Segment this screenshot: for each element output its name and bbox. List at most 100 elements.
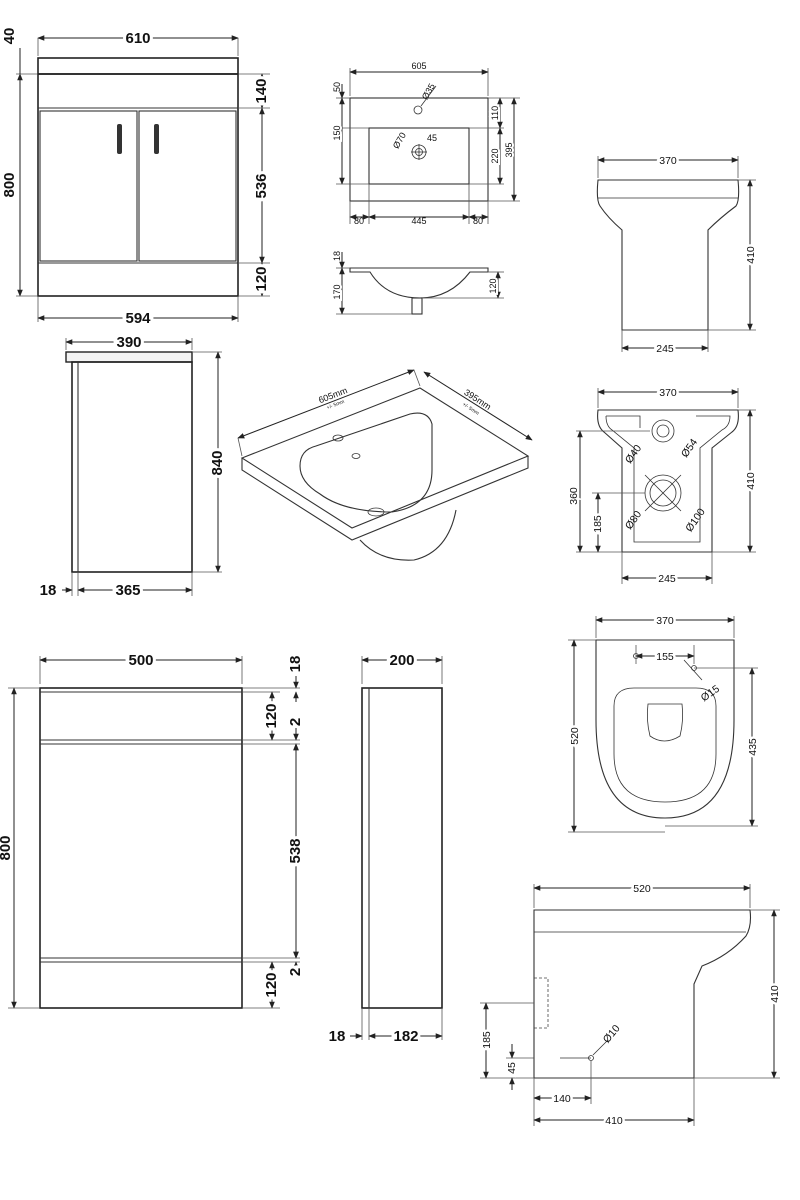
dim-line-395mm — [423, 371, 533, 441]
pan-side-height-label: 410 — [769, 985, 781, 1003]
toilet-unit-gap-top-label: 2 — [287, 718, 304, 726]
toilet-unit-front-view: 500 800 18 120 2 538 120 2 — [0, 649, 307, 1009]
basin-isometric-view: 605mm +/- 5mm 395mm +/- 5mm — [237, 369, 533, 561]
toilet-unit-width-label: 500 — [128, 652, 153, 669]
pan-front-view: 370 410 245 — [596, 153, 760, 358]
toilet-unit-side-view: 200 18 182 — [329, 649, 443, 1048]
vanity-side-worktop — [65, 351, 193, 363]
toilet-unit-gap-bottom-label: 2 — [287, 968, 304, 976]
vanity-height-label: 800 — [1, 172, 18, 197]
basin-bowl-height-label: 120 — [488, 278, 498, 293]
pan-rear-height-label: 410 — [745, 472, 757, 490]
pan-front-outline — [596, 179, 740, 331]
pan-outlet-inner-label: Ø80 — [623, 509, 644, 532]
pan-side-length-label: 520 — [633, 883, 651, 895]
pan-plan-outline — [595, 639, 735, 819]
vanity-plinth-height-label: 120 — [253, 266, 270, 291]
vanity-side-height-label: 840 — [209, 450, 226, 475]
vanity-carcass-depth-label: 365 — [115, 582, 140, 599]
pan-inlet-outer-label: Ø54 — [679, 437, 700, 460]
basin-iso-underside — [359, 509, 457, 561]
pan-fixing-hole-label: Ø15 — [699, 683, 722, 704]
basin-side-right-label: 80 — [473, 216, 483, 226]
toilet-unit-carcass-depth-label: 182 — [393, 1028, 418, 1045]
pan-rear-width-label: 370 — [659, 387, 677, 399]
basin-section-view: 18 170 120 — [330, 251, 504, 315]
toilet-unit-door-thickness-label: 18 — [329, 1028, 346, 1045]
basin-iso-edge — [241, 456, 529, 541]
vanity-worktop-outline — [37, 57, 239, 75]
pan-front-height-label: 410 — [745, 246, 757, 264]
pan-side-outlet-height-label: 185 — [481, 1031, 493, 1049]
toilet-unit-top-panel-label: 120 — [263, 703, 280, 728]
pan-side-fixing-hole-label: Ø10 — [601, 1022, 623, 1045]
basin-iso-bowl — [299, 412, 433, 513]
basin-bowl-width-label: 445 — [411, 216, 426, 226]
vanity-unit-front-view: 610 800 40 140 536 120 594 — [0, 27, 273, 330]
basin-top-margin-label: 50 — [332, 82, 342, 92]
pan-front-base-width-label: 245 — [656, 343, 674, 355]
vanity-top-width-label: 610 — [125, 30, 150, 47]
pan-side-fixing-height-label: 45 — [506, 1062, 518, 1074]
basin-bowl-offset-label: 150 — [332, 125, 342, 140]
toilet-unit-plinth-label: 120 — [263, 972, 280, 997]
basin-depth-label: 395 — [504, 142, 514, 157]
toilet-unit-top-thickness-label: 18 — [287, 656, 304, 673]
basin-plan-width-label: 605 — [411, 61, 426, 71]
pan-plan-bowl — [646, 703, 684, 742]
pan-inlet-outer — [651, 419, 675, 443]
pan-rear-inlet-height-label: 360 — [568, 487, 580, 505]
basin-bowl-depth-label: 220 — [490, 148, 500, 163]
pan-side-outline — [533, 909, 752, 1079]
pan-rear-view: 370 410 360 185 Ø40 Ø54 Ø80 Ø100 245 — [566, 385, 760, 588]
vanity-left-handle — [117, 124, 122, 154]
pan-side-outlet-hidden — [534, 977, 549, 1029]
vanity-right-handle — [154, 124, 159, 154]
basin-front-margin-label: 110 — [490, 106, 500, 120]
pan-fixing-centres-label: 155 — [656, 651, 674, 663]
vanity-left-door — [39, 110, 138, 262]
toilet-unit-side-outline — [361, 687, 443, 1009]
toilet-unit-side-depth-label: 200 — [389, 652, 414, 669]
pan-plan-length-label: 520 — [569, 727, 581, 745]
pan-plan-view: 370 155 Ø15 520 435 — [567, 613, 762, 833]
pan-side-fixing-offset-label: 140 — [553, 1093, 571, 1105]
vanity-top-overhang-label: 40 — [1, 28, 18, 45]
basin-tap-hole — [413, 105, 423, 115]
pan-inlet-inner — [656, 424, 670, 438]
pan-rear-base-width-label: 245 — [658, 573, 676, 585]
toilet-unit-outline — [39, 687, 243, 1009]
vanity-door-thickness-label: 18 — [40, 582, 57, 599]
basin-rim-label: 18 — [332, 251, 342, 261]
basin-plan-view: 605 Ø35 50 150 Ø70 45 110 220 395 80 445… — [330, 61, 520, 226]
basin-plan-outline — [349, 97, 489, 202]
vanity-side-depth-label: 390 — [116, 334, 141, 351]
basin-section-height-label: 170 — [332, 284, 342, 299]
toilet-unit-panel-label: 538 — [287, 838, 304, 863]
toilet-unit-height-label: 800 — [0, 835, 14, 860]
basin-section-waste — [411, 297, 423, 315]
basin-section-profile — [349, 267, 489, 299]
pan-plan-bowl-length-label: 435 — [747, 738, 759, 756]
pan-side-view: 520 410 185 45 Ø10 140 410 — [479, 881, 784, 1130]
basin-waste-offset-label: 45 — [427, 133, 437, 143]
vanity-right-door — [138, 110, 237, 262]
vanity-door-height-label: 536 — [253, 173, 270, 198]
vanity-drawer-height-label: 140 — [253, 78, 270, 103]
pan-front-width-label: 370 — [659, 155, 677, 167]
pan-side-foot-length-label: 410 — [605, 1115, 623, 1127]
basin-iso-waste — [367, 507, 385, 517]
vanity-unit-side-view: 390 840 18 365 — [40, 331, 229, 602]
dim-line-605mm — [237, 369, 415, 439]
pan-inlet-inner-label: Ø40 — [623, 443, 644, 466]
basin-plan-bowl — [368, 127, 470, 185]
pan-outlet-inner — [649, 479, 677, 507]
pan-plan-width-label: 370 — [656, 615, 674, 627]
vanity-carcass-outline — [37, 73, 239, 297]
pan-outlet-outer-label: Ø100 — [683, 506, 708, 534]
pan-plan-seat — [613, 687, 717, 803]
vanity-side-carcass — [71, 361, 193, 573]
basin-waste-label: Ø70 — [391, 131, 408, 151]
basin-side-left-label: 80 — [354, 216, 364, 226]
